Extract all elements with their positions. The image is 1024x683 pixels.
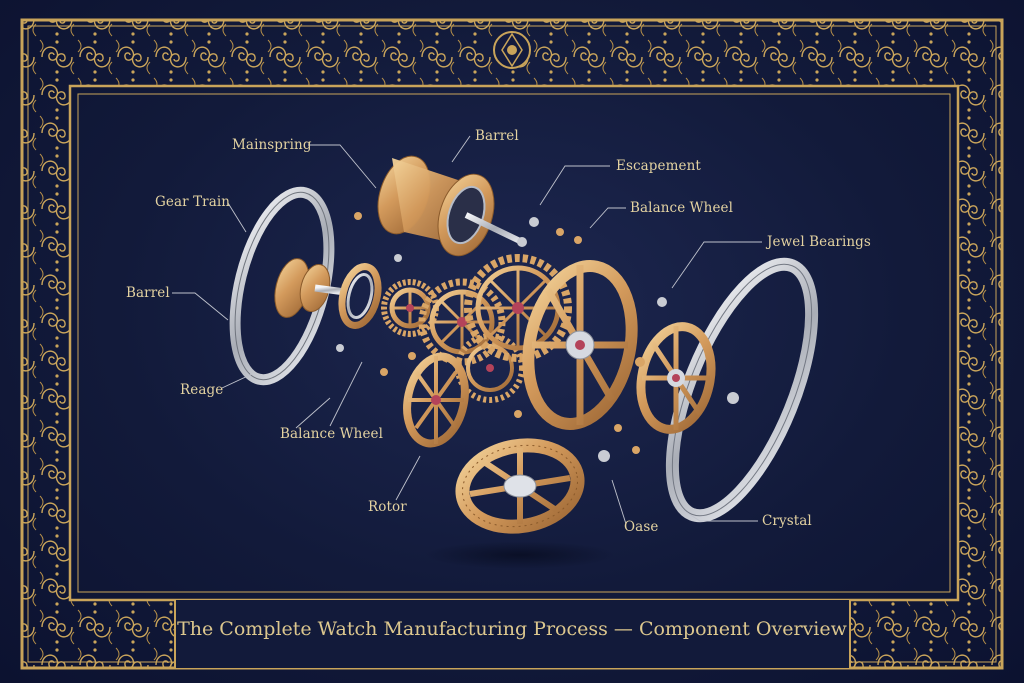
lower-spoked-wheel	[403, 352, 469, 448]
label-rotor: Rotor	[368, 499, 407, 515]
label-crystal: Crystal	[762, 513, 812, 529]
leader-lines	[172, 135, 762, 525]
label-oase: Oase	[624, 519, 659, 535]
ornamental-frame	[20, 18, 1004, 670]
rotor-disc	[455, 438, 585, 534]
label-gear-train: Gear Train	[155, 194, 231, 210]
left-barrel	[274, 258, 382, 329]
diagram-caption: The Complete Watch Manufacturing Process…	[177, 618, 847, 640]
label-balance-wheel-bottom: Balance Wheel	[280, 426, 384, 442]
label-barrel-left: Barrel	[126, 285, 170, 301]
label-reage: Reage	[180, 382, 224, 398]
jewel-bearings	[336, 212, 739, 462]
balance-wheel	[636, 322, 716, 434]
crystal-ring	[665, 257, 819, 523]
label-barrel-top: Barrel	[475, 128, 519, 144]
shadow	[425, 541, 615, 569]
main-wheel	[522, 260, 638, 430]
barrel-cylinder	[377, 155, 527, 257]
label-mainspring: Mainspring	[232, 137, 312, 153]
top-medallion	[493, 31, 531, 69]
label-balance-wheel-top: Balance Wheel	[630, 200, 734, 216]
label-jewel-bearings: Jewel Bearings	[767, 234, 871, 250]
label-escapement: Escapement	[616, 158, 701, 174]
